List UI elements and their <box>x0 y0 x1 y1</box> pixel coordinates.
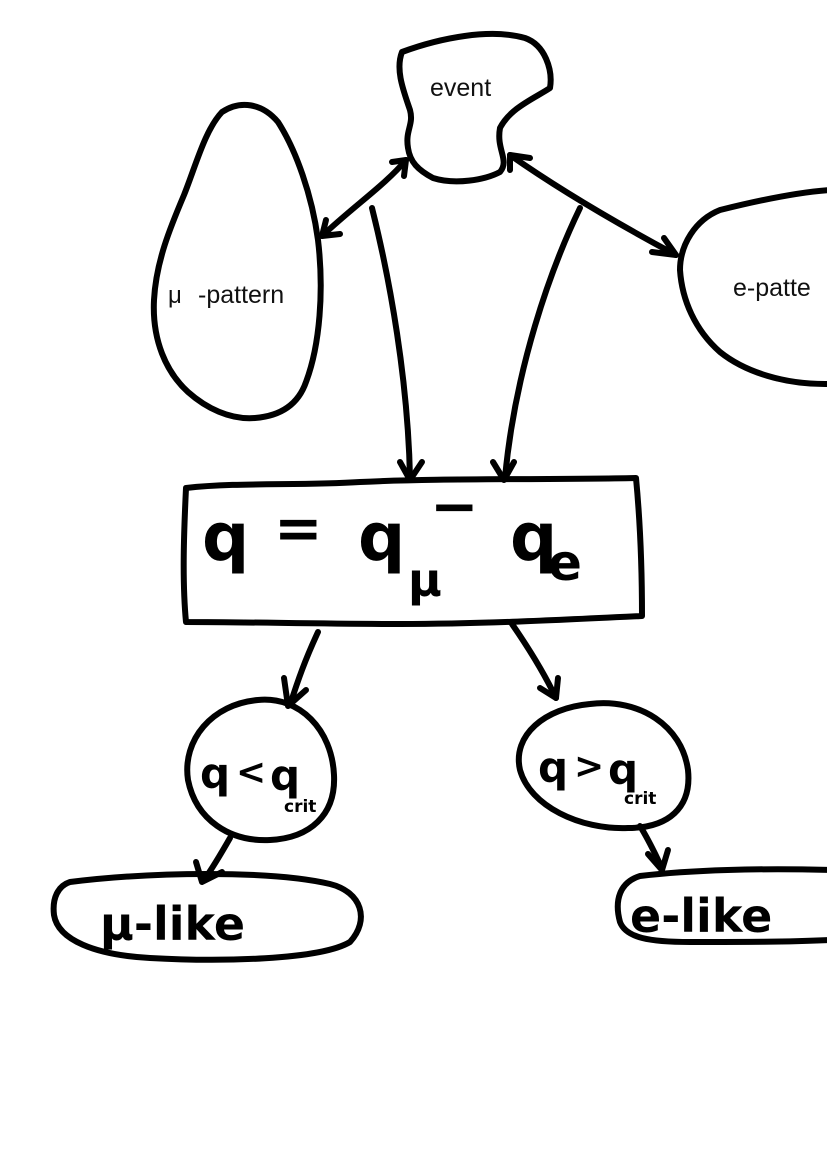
formula-q-e: q <box>510 499 557 576</box>
event-node: event <box>396 31 554 185</box>
mu-pattern-node: μ -pattern <box>150 101 324 422</box>
condition-less-qcrit: q <box>270 751 300 800</box>
event-e-pattern-arrow <box>507 152 679 258</box>
formula-q-mu: q <box>358 499 405 576</box>
formula-mu-subscript: μ <box>408 553 442 607</box>
formula-box: q = q μ − q e <box>180 472 645 627</box>
condition-greater-q: q <box>538 743 568 792</box>
greater-to-e-like-arrow <box>637 823 671 873</box>
condition-greater-node: q > q crit <box>515 700 692 832</box>
e-pattern-to-formula-arrow <box>490 205 583 483</box>
formula-to-less-arrow <box>281 629 321 709</box>
mu-like-label: μ-like <box>100 897 245 951</box>
condition-greater-qcrit: q <box>608 745 638 794</box>
condition-less-op: < <box>236 752 266 793</box>
condition-less-node: q < q crit <box>184 696 338 844</box>
formula-e-subscript: e <box>548 534 582 592</box>
condition-greater-op: > <box>574 746 604 787</box>
e-pattern-label: e-patte <box>733 274 811 302</box>
formula-minus: − <box>430 472 479 540</box>
e-like-label: e-like <box>630 889 772 943</box>
e-pattern-node: e-patte <box>677 187 827 387</box>
formula-q: q <box>202 499 249 576</box>
mu-pattern-label: -pattern <box>198 281 284 309</box>
e-like-node: e-like <box>614 866 827 945</box>
mu-pattern-to-formula-arrow <box>369 205 425 483</box>
condition-less-sub: crit <box>284 797 316 817</box>
event-label: event <box>430 74 491 102</box>
mu-pattern-symbol: μ <box>168 282 182 309</box>
formula-equals: = <box>274 494 323 562</box>
mu-like-node: μ-like <box>50 871 364 963</box>
condition-greater-sub: crit <box>624 789 656 809</box>
event-mu-pattern-arrow <box>319 157 409 239</box>
condition-less-q: q <box>200 749 230 798</box>
formula-to-greater-arrow <box>509 621 561 701</box>
